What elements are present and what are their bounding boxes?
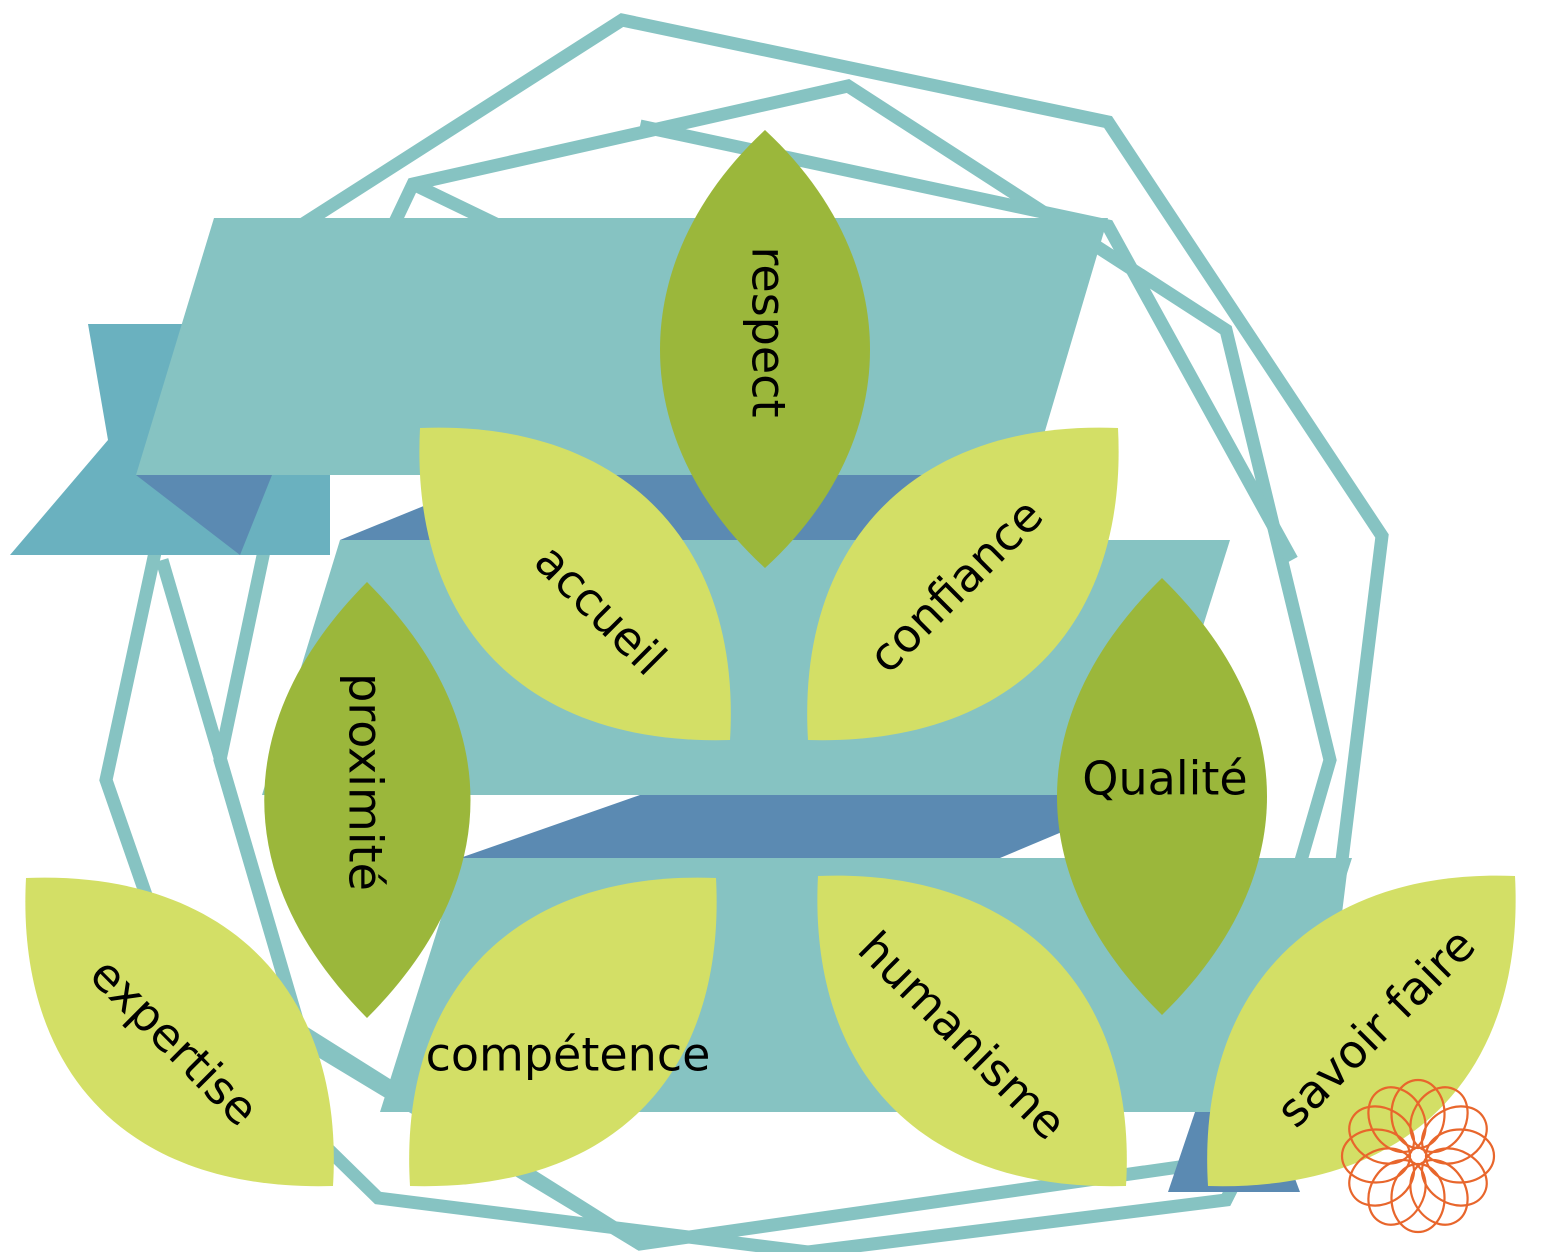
rosette-loop: [1348, 1105, 1416, 1165]
word-qualite: Qualité: [1082, 752, 1247, 806]
rosette-loop: [1390, 1078, 1446, 1150]
frame-line-a: [638, 119, 1298, 564]
leaves: [25, 130, 1516, 1187]
rosette-loop: [1409, 1086, 1469, 1154]
ribbon-fold-left: [136, 475, 272, 555]
rosette-loop: [1390, 1162, 1446, 1234]
word-competence: compétence: [426, 1028, 711, 1082]
rosette-loop: [1367, 1158, 1427, 1226]
word-respect: respect: [742, 247, 796, 418]
leaf-expertise: [25, 877, 334, 1187]
leaf-confiance: [807, 427, 1119, 741]
leaf-competence: [409, 877, 717, 1187]
leaf-proximite: [264, 582, 471, 1018]
rosette-ornament: [1340, 1078, 1496, 1234]
rosette-loop: [1367, 1086, 1427, 1154]
leaf-humanisme: [817, 875, 1127, 1187]
ribbon-fold-middle: [460, 795, 1150, 858]
word-proximite: proximité: [339, 673, 393, 891]
rosette-loop: [1420, 1105, 1488, 1165]
ribbon-top: [136, 218, 1108, 475]
rosette-loop: [1340, 1128, 1412, 1184]
rosette-loop: [1420, 1147, 1488, 1207]
leaf-accueil: [419, 427, 731, 741]
rosette-loop: [1348, 1147, 1416, 1207]
rosette-loop: [1409, 1158, 1469, 1226]
rosette-loop: [1424, 1128, 1496, 1184]
leaf-qualite: [1057, 578, 1267, 1015]
leaf-respect: [660, 130, 870, 568]
leaf-savoir-faire: [1207, 875, 1516, 1187]
